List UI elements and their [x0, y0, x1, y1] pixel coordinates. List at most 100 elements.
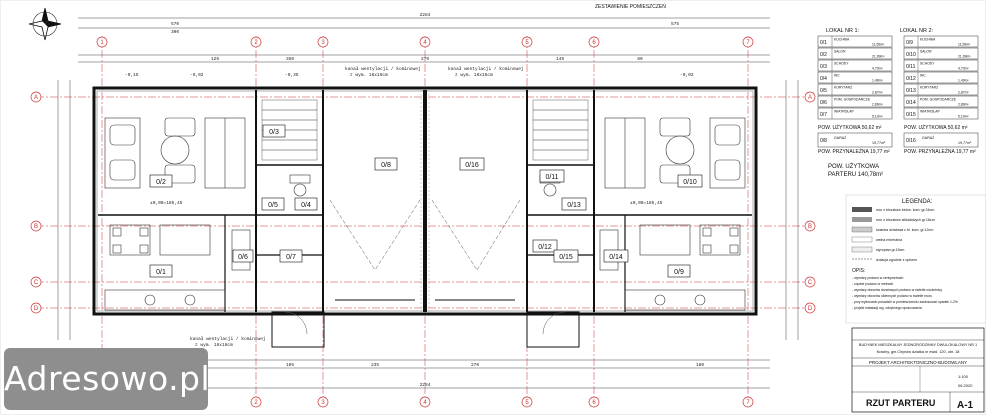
svg-text:300: 300 — [171, 29, 179, 35]
svg-text:6: 6 — [592, 400, 596, 406]
svg-text:270: 270 — [471, 362, 479, 368]
summary-room-number: 0/4 — [820, 76, 827, 82]
svg-text:A: A — [808, 95, 812, 101]
svg-text:06.2020: 06.2020 — [958, 383, 973, 388]
summary-room-name: SCHODY — [920, 62, 935, 66]
svg-text:-0,02: -0,02 — [190, 72, 204, 78]
summary-row-box — [817, 83, 893, 96]
svg-text:2: 2 — [254, 400, 258, 406]
svg-text:0/14: 0/14 — [609, 254, 623, 261]
svg-text:0/8: 0/8 — [820, 138, 827, 144]
svg-text:±0,00=185,45: ±0,00=185,45 — [630, 200, 663, 206]
svg-text:575: 575 — [671, 21, 679, 27]
svg-text:z wym. 16x16cm: z wym. 16x16cm — [195, 342, 233, 348]
svg-text:0/1: 0/1 — [156, 269, 166, 276]
svg-text:- przy wykonaniu posadzki w po: - przy wykonaniu posadzki w pomieszczeni… — [852, 300, 958, 304]
svg-text:ścianka działowa z bl. kom. gr: ścianka działowa z bl. kom. gr.12cm — [876, 228, 933, 232]
lokal2-room-rows: 0/9KUCHNIA11,59m²0/10SALON21,99m²0/11SCH… — [903, 35, 979, 120]
summary-room-name: SALON — [920, 50, 932, 54]
legend: LEGENDA: mur z bloczków beton. kom. gr.2… — [845, 194, 986, 324]
svg-text:-0,02: -0,02 — [680, 72, 694, 78]
summary-room-number: 0/9 — [906, 40, 913, 46]
summary-row-box — [817, 59, 893, 72]
svg-text:D: D — [808, 306, 813, 312]
compass-rose-icon — [28, 7, 62, 41]
svg-text:B: B — [34, 224, 38, 230]
svg-text:PROJEKT ARCHITEKTONICZNO-BUDOW: PROJEKT ARCHITEKTONICZNO-BUDOWLANY — [869, 360, 967, 365]
svg-text:126: 126 — [211, 56, 219, 62]
svg-text:styropian gr.15cm: styropian gr.15cm — [876, 248, 904, 252]
svg-text:0/16: 0/16 — [465, 162, 479, 169]
summary-row-box — [817, 35, 893, 48]
svg-text:2284: 2284 — [420, 12, 431, 18]
summary-room-area: 1,49m² — [872, 79, 883, 83]
svg-text:0/13: 0/13 — [567, 202, 581, 209]
svg-text:OPIS:: OPIS: — [852, 268, 865, 274]
svg-text:3: 3 — [321, 400, 325, 406]
summary-room-area: 2,89m² — [872, 103, 883, 107]
svg-text:270: 270 — [421, 56, 429, 62]
summary-room-number: 0/15 — [906, 112, 916, 118]
summary-room-name: KUCHNIA — [834, 38, 850, 42]
svg-text:kanał wentylacji / kominowej: kanał wentylacji / kominowej — [345, 66, 421, 72]
summary-room-number: 0/1 — [820, 40, 827, 46]
summary-room-name: SALON — [834, 50, 846, 54]
svg-text:A: A — [34, 95, 38, 101]
svg-text:4: 4 — [423, 400, 427, 406]
svg-text:0/9: 0/9 — [674, 269, 684, 276]
svg-text:POW. UŻYTKOWA: POW. UŻYTKOWA — [828, 163, 879, 170]
svg-text:LOKAL NR 1:: LOKAL NR 1: — [826, 28, 860, 34]
svg-text:Nowiny, gm.Chynów działka nr e: Nowiny, gm.Chynów działka nr ewid. 120, … — [877, 350, 960, 354]
svg-text:0/4: 0/4 — [301, 202, 311, 209]
legend-swatch-4 — [851, 246, 873, 253]
svg-text:±0,00=185,45: ±0,00=185,45 — [150, 200, 183, 206]
svg-text:GARAŻ: GARAŻ — [834, 135, 847, 140]
svg-text:kanał wentylacji / kominowej: kanał wentylacji / kominowej — [448, 66, 524, 72]
svg-text:6: 6 — [592, 40, 596, 46]
svg-text:B: B — [808, 224, 812, 230]
svg-text:- wymiary otworów okiennych po: - wymiary otworów okiennych podano w świ… — [852, 294, 932, 298]
title-block: BUDYNEK MIESZKALNY JEDNORODZINNY DWULOKA… — [851, 327, 985, 413]
summary-row-box — [903, 35, 979, 48]
summary-room-area: 5,10m² — [872, 115, 883, 119]
summary-room-number: 0/6 — [820, 100, 827, 106]
svg-text:- rzędne podano w metrach: - rzędne podano w metrach — [852, 282, 893, 286]
summary-room-name: WC — [920, 74, 926, 78]
svg-text:5: 5 — [525, 40, 529, 46]
svg-text:LEGENDA:: LEGENDA: — [902, 199, 933, 205]
svg-text:2: 2 — [254, 40, 258, 46]
svg-text:5: 5 — [525, 400, 529, 406]
legend-swatch-2 — [851, 226, 873, 233]
summary-room-area: 4,70m² — [872, 67, 883, 71]
summary-room-number: 0/5 — [820, 88, 827, 94]
summary-room-area: 21,99m² — [872, 55, 885, 59]
summary-room-number: 0/14 — [906, 100, 916, 106]
summary-row-box — [817, 95, 893, 108]
summary-row-box — [903, 95, 979, 108]
room-summary: ZESTAWIENIE POMIESZCZEŃ LOKAL NR 1: LOKA… — [595, 3, 979, 178]
svg-text:C: C — [34, 280, 39, 286]
summary-row-box — [903, 83, 979, 96]
svg-text:mur z bloczków silikatowych gr: mur z bloczków silikatowych gr.18cm — [876, 218, 935, 222]
summary-room-name: POM. GOSPODARCZE — [920, 98, 957, 102]
svg-text:ZESTAWIENIE POMIESZCZEŃ: ZESTAWIENIE POMIESZCZEŃ — [595, 3, 666, 10]
svg-text:0/6: 0/6 — [238, 254, 248, 261]
svg-text:izolacja zgodnie z opisem: izolacja zgodnie z opisem — [876, 258, 917, 262]
svg-text:- wymiary podano w centymetrac: - wymiary podano w centymetrach — [852, 276, 904, 280]
summary-row-box — [903, 47, 979, 60]
svg-text:1:100: 1:100 — [958, 374, 969, 379]
svg-text:BUDYNEK MIESZKALNY JEDNORODZIN: BUDYNEK MIESZKALNY JEDNORODZINNY DWULOKA… — [859, 343, 977, 347]
svg-text:149: 149 — [556, 56, 564, 62]
summary-room-area: 5,10m² — [958, 115, 969, 119]
furniture-left — [104, 99, 318, 311]
svg-text:POW. PRZYNALEŻNA 19,77 m²: POW. PRZYNALEŻNA 19,77 m² — [818, 148, 890, 155]
svg-text:0/8: 0/8 — [381, 162, 391, 169]
summary-room-area: 2,87m² — [872, 91, 883, 95]
legend-swatch-3 — [851, 236, 873, 243]
summary-room-number: 0/2 — [820, 52, 827, 58]
svg-text:1: 1 — [100, 40, 104, 46]
summary-room-number: 0/3 — [820, 64, 827, 70]
summary-room-name: WIATROŁAP — [920, 110, 940, 114]
summary-row-box — [817, 71, 893, 84]
